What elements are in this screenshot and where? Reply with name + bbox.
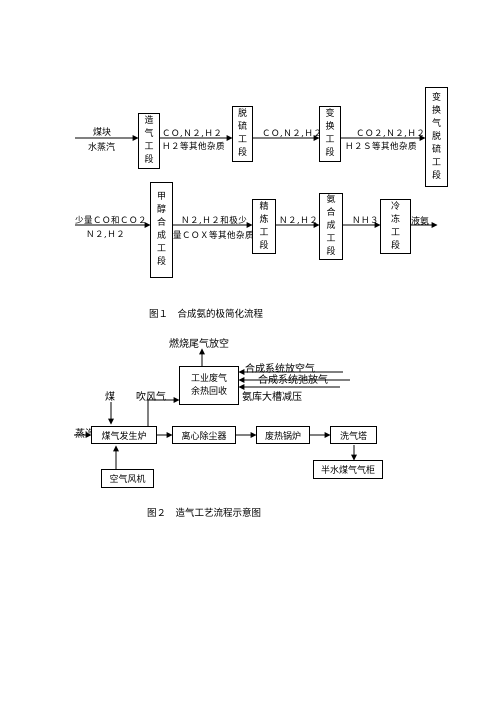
box-gasification-section: 造气工段 (138, 113, 160, 169)
flow-label-top: ＣＯ,Ｎ２,Ｈ２ (262, 129, 323, 139)
box-label: 变换工段 (325, 109, 335, 158)
box-label: 洗气塔 (339, 431, 367, 442)
input-label-steam: 水蒸汽 (88, 143, 116, 153)
box-refining-section: 精炼工段 (252, 199, 276, 254)
box-label: 造气工段 (144, 116, 154, 165)
box-waste-heat-recovery: 工业废气 余热回收 (179, 366, 239, 405)
box-air-blower: 空气风机 (101, 469, 154, 488)
input-label-relaxation-gas: 合成系统弛放气 (258, 375, 328, 386)
input-label-purge-gas: 合成系统放空气 (245, 364, 315, 375)
box-label: 精炼工段 (259, 201, 269, 251)
flow-label-top: ＮＨ３ (352, 216, 380, 226)
input-label-ammonia-tank-depressurization: 氨库大槽减压 (242, 392, 302, 403)
box-ammonia-synthesis-section: 氨合成工段 (319, 193, 343, 260)
exhaust-vent-label: 燃烧尾气放空 (169, 339, 229, 350)
box-shift-gas-desulfurization-section: 变换气脱硫工段 (425, 87, 448, 187)
flow-label-bottom: Ｈ２Ｓ等其他杂质 (345, 142, 418, 152)
flow-label-top: Ｎ２,Ｈ２和极少 (181, 216, 248, 226)
box-label-line2: 余热回收 (190, 386, 227, 397)
flow-label-bottom: Ｈ２等其他杂质 (162, 142, 226, 152)
box-label: 变换气脱硫工段 (431, 92, 441, 181)
box-methanol-synthesis-section: 甲醇合成工段 (150, 182, 173, 278)
box-refrigeration-section: 冷冻工段 (380, 199, 411, 254)
box-label-line1: 工业废气 (190, 373, 227, 384)
figure-2-caption: 图２ 造气工艺流程示意图 (147, 508, 262, 519)
input-label-coal: 煤块 (93, 128, 112, 138)
figure-1-caption: 图１ 合成氨的极简化流程 (149, 309, 264, 320)
steam-label: 蒸汽 (75, 429, 95, 440)
box-waste-heat-boiler: 废热锅炉 (256, 426, 310, 444)
box-label: 废热锅炉 (264, 431, 301, 442)
box-shift-section: 变换工段 (319, 106, 341, 162)
box-label: 氨合成工段 (326, 195, 336, 257)
input-label-n2-h2: Ｎ２,Ｈ２ (86, 230, 126, 240)
box-semi-water-gas-holder: 半水煤气气柜 (313, 460, 383, 479)
flow-label-top: Ｎ２,Ｈ２ (279, 216, 319, 226)
box-label: 冷冻工段 (390, 201, 400, 251)
blow-gas-label: 吹风气 (136, 392, 166, 403)
box-centrifugal-dust-collector: 离心除尘器 (172, 426, 236, 444)
box-gas-scrubber: 洗气塔 (330, 426, 377, 444)
flow-label-top: ＣＯ２,Ｎ２,Ｈ２ (356, 129, 426, 139)
box-label: 煤气发生炉 (101, 431, 147, 442)
coal-label: 煤 (105, 392, 115, 403)
flow-label-top: ＣＯ,Ｎ２,Ｈ２ (162, 129, 223, 139)
output-label-liquid-ammonia: 液氨 (411, 217, 430, 227)
box-label: 空气风机 (109, 475, 146, 485)
flow-label-bottom: 量ＣＯＸ等其他杂质 (173, 231, 255, 241)
box-label: 甲醇合成工段 (156, 192, 166, 267)
input-label-co-co2: 少量ＣＯ和ＣＯ２ (75, 216, 148, 226)
box-label: 脱硫工段 (237, 109, 247, 158)
box-desulfurization-section: 脱硫工段 (232, 106, 253, 162)
box-gas-generator: 煤气发生炉 (91, 426, 157, 444)
box-label: 离心除尘器 (181, 431, 227, 442)
box-label: 半水煤气气柜 (320, 466, 375, 476)
